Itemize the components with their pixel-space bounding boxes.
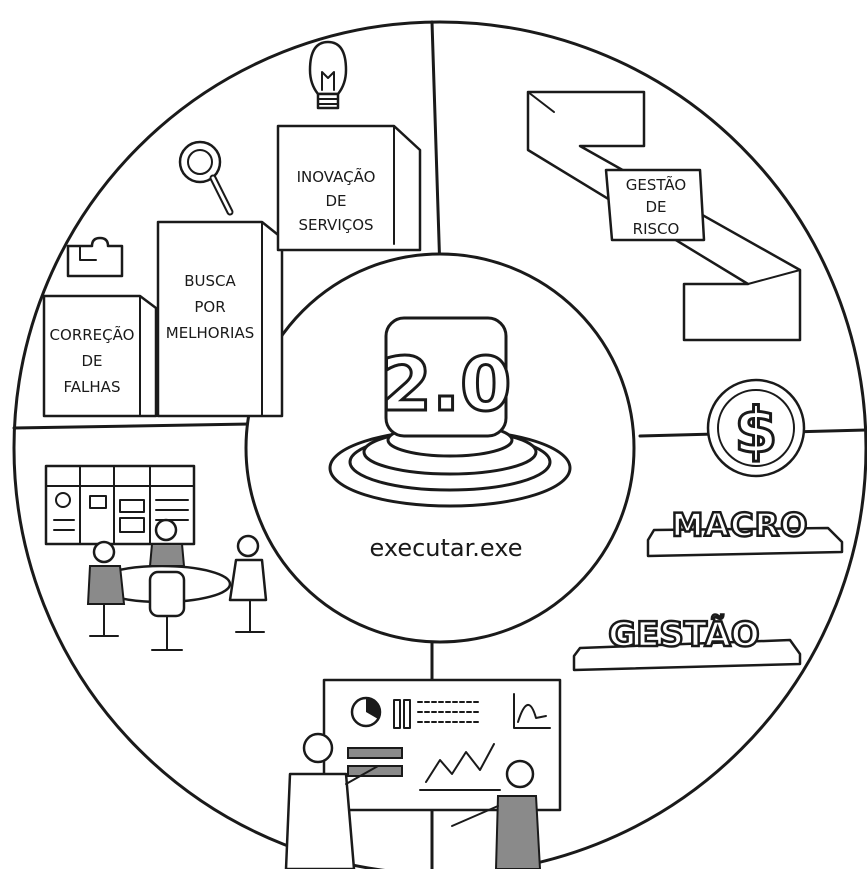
- gestao-plaque: GESTÃO: [572, 613, 802, 672]
- risk-line-3: RISCO: [633, 220, 680, 238]
- block-1-line-1: CORREÇÃO: [50, 325, 135, 344]
- block-2-line-1: BUSCA: [184, 272, 236, 290]
- coin-icon: $: [706, 378, 806, 478]
- block-3-line-1: INOVAÇÃO: [297, 167, 376, 186]
- macro-word: MACRO: [672, 506, 809, 544]
- risk-path: GESTÃO DE RISCO: [526, 90, 802, 342]
- version-block: [384, 316, 508, 438]
- version-pedestal: 2.0: [328, 316, 572, 508]
- magnifier-icon: [178, 140, 234, 216]
- risk-line-1: GESTÃO: [626, 175, 686, 194]
- risk-line-2: DE: [645, 198, 666, 216]
- improvement-blocks: CORREÇÃO DE FALHAS BUSCA POR MELHORIAS I…: [42, 124, 422, 418]
- block-2-line-3: MELHORIAS: [166, 324, 255, 342]
- divider-top: [430, 20, 442, 274]
- divider-left: [12, 422, 252, 430]
- lightbulb-icon: [308, 40, 348, 110]
- block-1-line-3: FALHAS: [64, 378, 121, 396]
- risk-sign: [604, 168, 706, 242]
- block-2-line-2: POR: [194, 298, 225, 316]
- macro-plaque: MACRO: [646, 505, 844, 558]
- block-1-line-2: DE: [81, 352, 102, 370]
- presentation-scene: [284, 678, 562, 871]
- gestao-word: GESTÃO: [608, 614, 759, 655]
- block-3-line-2: DE: [325, 192, 346, 210]
- version-label: 2.0: [380, 342, 511, 428]
- block-3-line-3: SERVIÇOS: [298, 216, 373, 234]
- meeting-scene: [44, 464, 268, 651]
- currency-symbol: $: [734, 394, 777, 467]
- executable-caption: executar.exe: [370, 534, 523, 562]
- puzzle-icon: [66, 236, 124, 278]
